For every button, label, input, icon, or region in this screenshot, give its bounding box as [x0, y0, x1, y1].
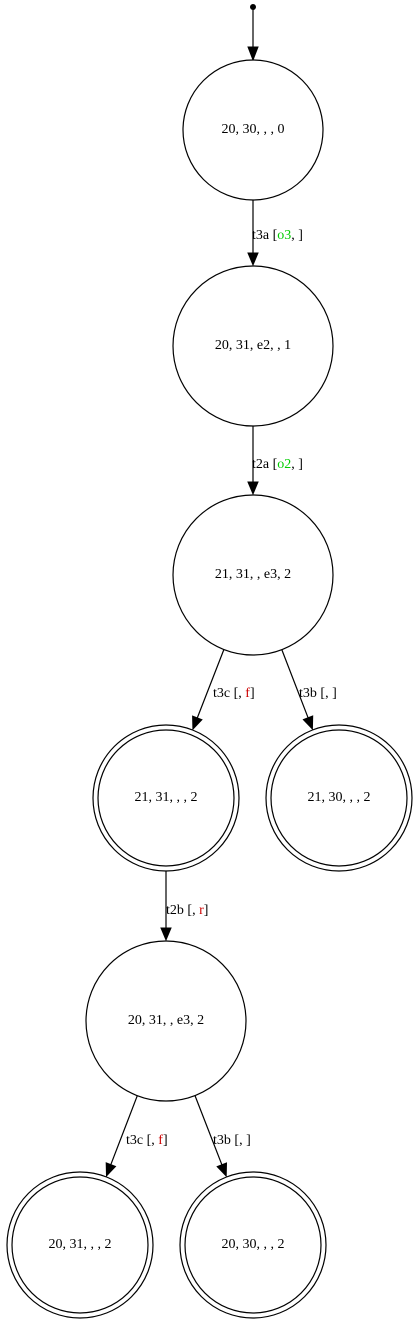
edge-label-n5-n6: t3c [, f]: [126, 1133, 168, 1148]
edges-group: [105, 200, 314, 1178]
edge-label-text: ]: [204, 903, 209, 918]
nodes-group: 20, 30, , , 0 20, 31, e2, , 1 21, 31, , e3…: [6, 59, 413, 1319]
accepting-state-ring: [270, 729, 408, 867]
edge-label-text: ,: [291, 457, 298, 472]
state-node-n4: 21, 30, , , 2: [265, 724, 413, 872]
state-label: 20, 30, , , 0: [222, 122, 285, 137]
edge-label-text: ,: [192, 903, 199, 918]
edge-label-text: ,: [151, 1133, 158, 1148]
state-node-n0: 20, 30, , , 0: [182, 59, 324, 201]
state-label: 21, 31, , , 2: [135, 790, 198, 805]
edge-label-text: t3a [: [252, 228, 278, 243]
edge-line-n2-n3: [196, 649, 225, 719]
edge-label-text: ]: [298, 457, 303, 472]
state-node-n2: 21, 31, , e3, 2: [172, 494, 334, 656]
edge-label-text: ]: [250, 686, 255, 701]
edge-label-text: t2b [: [166, 903, 192, 918]
edge-label-text: ]: [298, 228, 303, 243]
accepting-state-ring: [97, 729, 235, 867]
edge-label-text: ]: [332, 686, 337, 701]
accepting-state-ring: [184, 1176, 322, 1314]
edge-arrowhead-n5-n6: [105, 1162, 117, 1178]
accepting-state-ring: [11, 1176, 149, 1314]
state-label: 21, 31, , e3, 2: [215, 567, 291, 582]
edge-label-text: t3c [: [126, 1133, 152, 1148]
edge-line-n5-n6: [110, 1095, 138, 1165]
edge-line-n2-n4: [281, 649, 309, 719]
edge-arrowhead-n3-n5: [160, 927, 172, 942]
state-label: 20, 31, e2, , 1: [215, 338, 291, 353]
state-label: 20, 31, , , 2: [49, 1237, 112, 1252]
state-node-n3: 21, 31, , , 2: [92, 724, 240, 872]
edge-label-n3-n5: t2b [, r]: [166, 903, 208, 918]
state-label: 20, 30, , , 2: [222, 1237, 285, 1252]
edge-label-text: ,: [325, 686, 332, 701]
state-circle: [182, 59, 324, 201]
edge-label-first: o3: [277, 228, 291, 243]
edge-arrowhead-n5-n7: [216, 1162, 228, 1178]
state-label: 21, 30, , , 2: [308, 790, 371, 805]
edge-label-second: f: [158, 1133, 163, 1148]
edge-label-text: ,: [238, 686, 245, 701]
state-node-n7: 20, 30, , , 2: [179, 1171, 327, 1319]
edge-arrowhead-n2-n4: [302, 715, 314, 731]
edge-label-second: r: [199, 903, 204, 918]
state-label: 20, 31, , e3, 2: [128, 1013, 204, 1028]
state-node-n1: 20, 31, e2, , 1: [172, 265, 334, 427]
edge-label-n5-n7: t3b [, ]: [213, 1133, 251, 1148]
start-arrowhead: [247, 46, 259, 62]
edge-arrowhead-n0-n1: [247, 252, 259, 267]
state-node-n6: 20, 31, , , 2: [6, 1171, 154, 1319]
state-node-n5: 20, 31, , e3, 2: [85, 940, 247, 1102]
edge-label-n0-n1: t3a [o3, ]: [252, 228, 303, 243]
edge-label-text: t3b [: [299, 686, 325, 701]
state-circle: [172, 265, 334, 427]
edge-labels-group: t3a [o3, ]t2a [o2, ]t3c [, f]t3b [, ]t2b…: [126, 228, 337, 1148]
edge-line-n5-n7: [194, 1095, 223, 1166]
edge-label-text: ,: [239, 1133, 246, 1148]
edge-label-text: t2a [: [252, 457, 278, 472]
edge-label-second: f: [245, 686, 250, 701]
edge-label-text: ]: [246, 1133, 251, 1148]
edge-arrowhead-n2-n3: [192, 715, 203, 731]
edge-label-n2-n3: t3c [, f]: [213, 686, 255, 701]
edge-arrowhead-n1-n2: [247, 481, 259, 496]
edge-label-text: ,: [291, 228, 298, 243]
edge-label-n1-n2: t2a [o2, ]: [252, 457, 303, 472]
edge-label-first: o2: [277, 457, 291, 472]
state-circle: [172, 494, 334, 656]
edge-label-text: t3b [: [213, 1133, 239, 1148]
state-circle: [85, 940, 247, 1102]
edge-label-n2-n4: t3b [, ]: [299, 686, 337, 701]
start-point: [250, 4, 256, 10]
edge-label-text: t3c [: [213, 686, 239, 701]
edge-label-text: ]: [163, 1133, 168, 1148]
